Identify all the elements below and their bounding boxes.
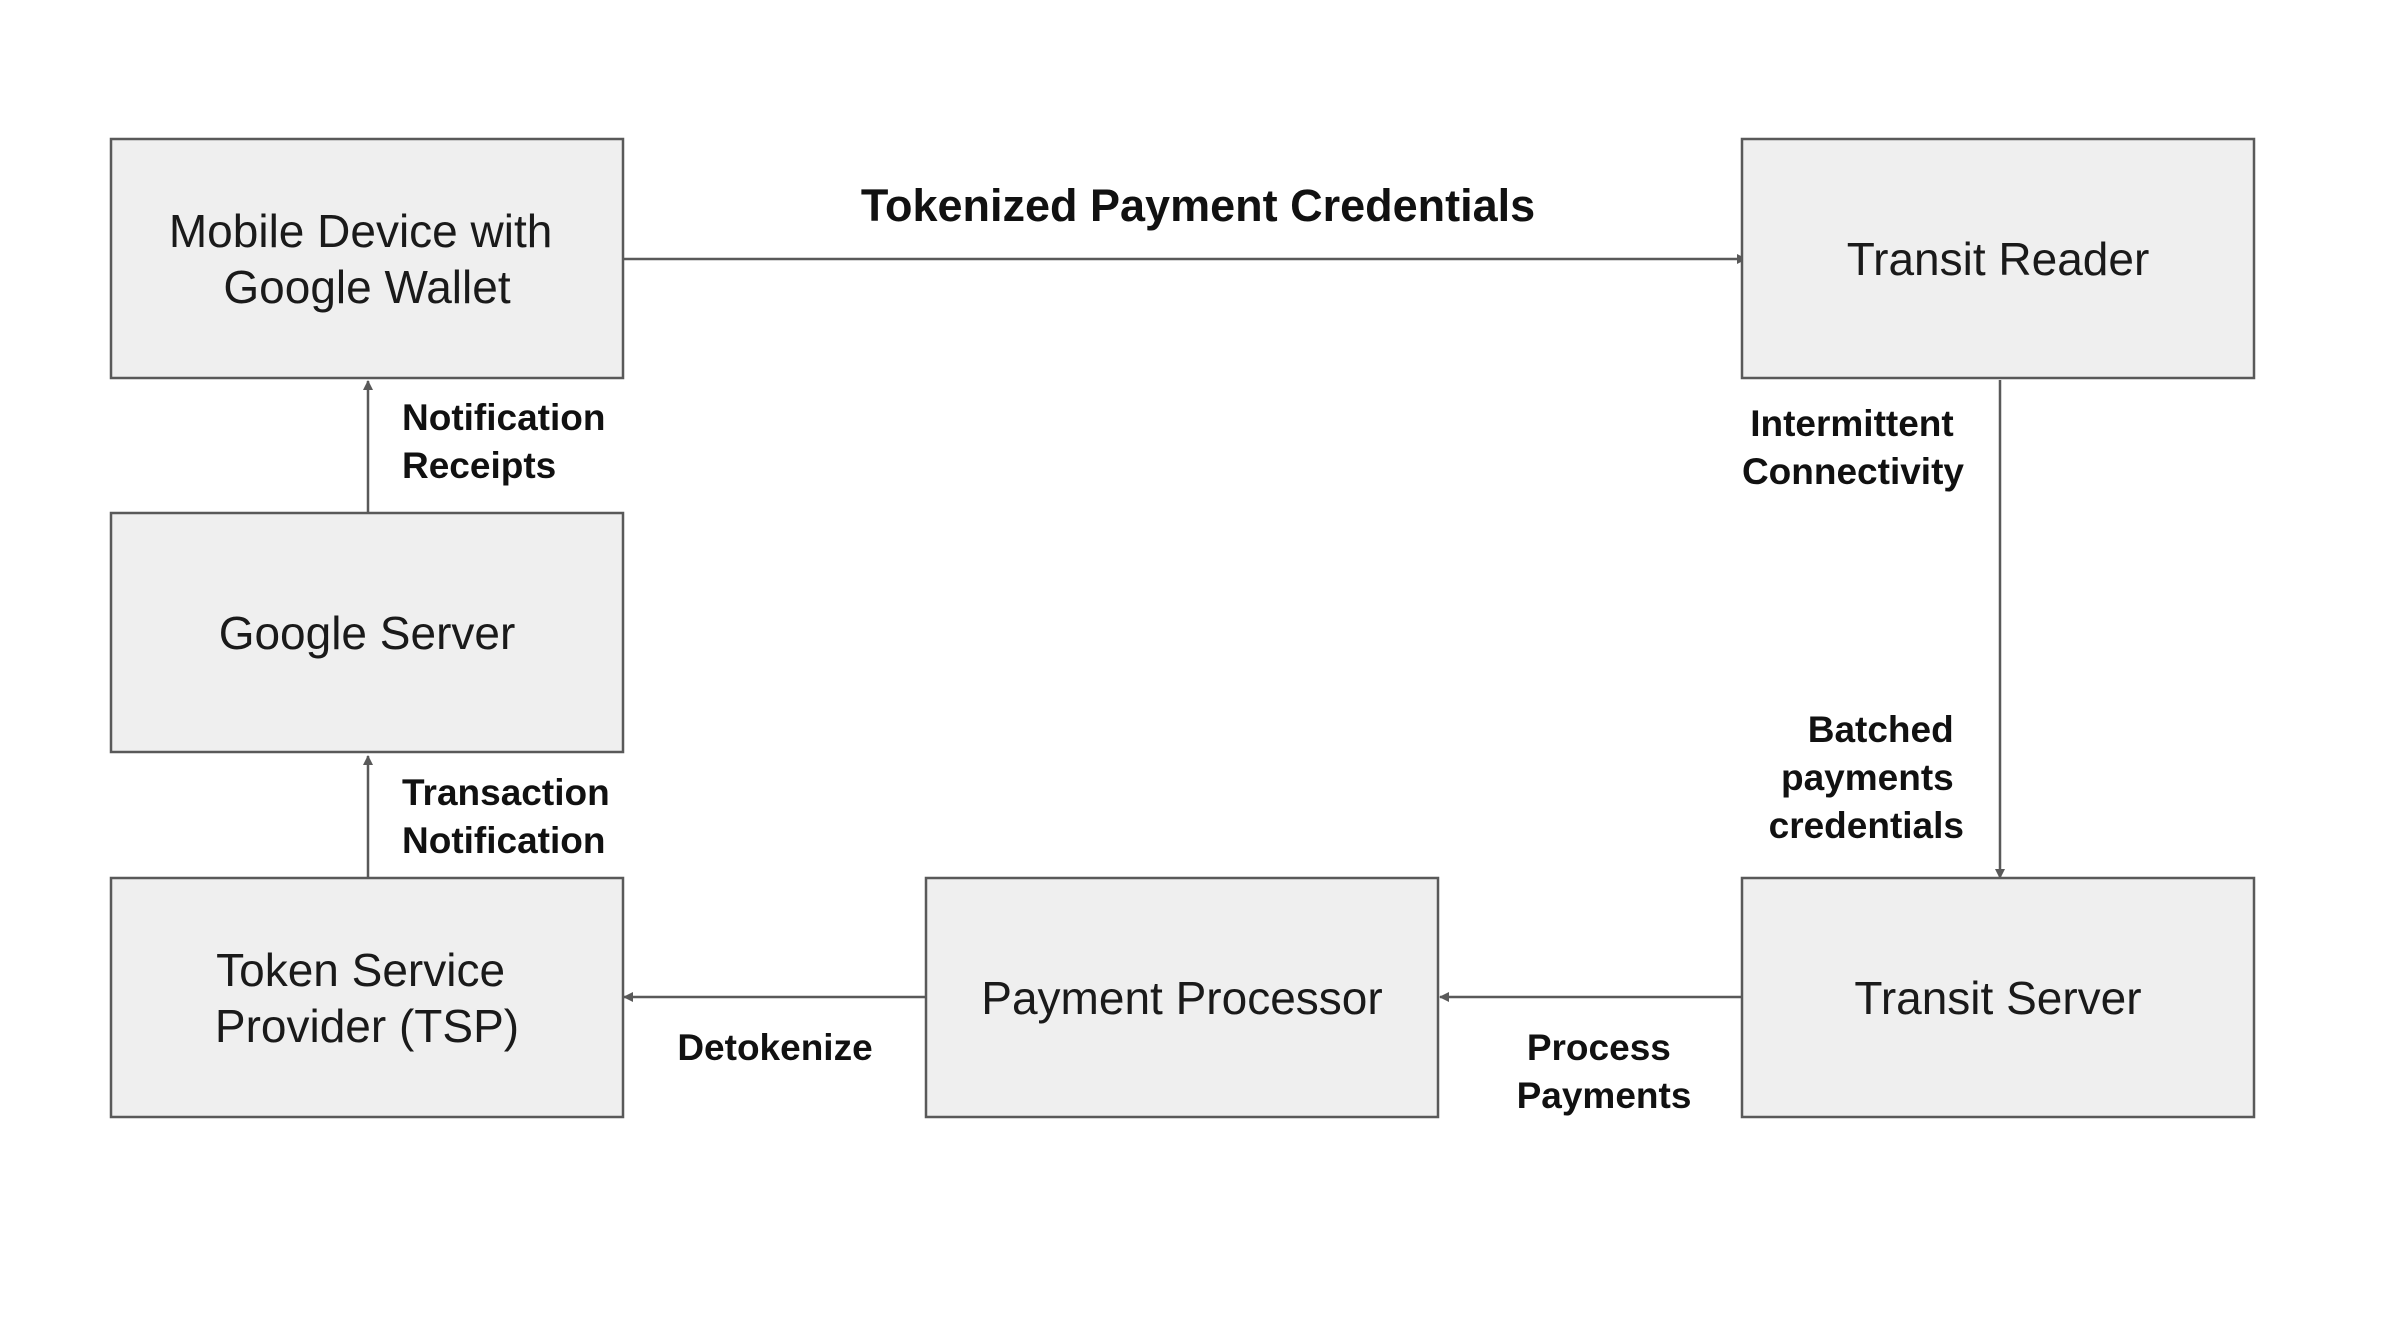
label-process-payments: Process Payments [1517, 1027, 1692, 1116]
edge-detokenize: Detokenize [623, 992, 926, 1068]
label-tokenized-credentials: Tokenized Payment Credentials [861, 180, 1535, 231]
svg-text:Transit Reader: Transit Reader [1847, 233, 2150, 285]
label-transaction-notification: Transaction Notification [402, 772, 620, 861]
label-notification-receipts: Notification Receipts [402, 397, 616, 486]
node-google-server: Google Server [109, 511, 625, 754]
node-transit-server: Transit Server [1740, 876, 2256, 1119]
edge-notification-receipts: Notification Receipts [363, 380, 616, 513]
svg-text:Transit Server: Transit Server [1854, 972, 2141, 1024]
edge-reader-to-transit-server: Intermittent Connectivity Batched paymen… [1742, 380, 2005, 879]
svg-text:Payment Processor: Payment Processor [981, 972, 1382, 1024]
node-payment-processor: Payment Processor [924, 876, 1440, 1119]
svg-text:Mobile Device with Googl: Mobile Device with Google Wallet [169, 205, 565, 313]
node-mobile-device: Mobile Device with Google Wallet [109, 137, 625, 380]
node-transit-reader: Transit Reader [1740, 137, 2256, 380]
svg-text:Google Server: Google Server [219, 607, 516, 659]
edge-process-payments: Process Payments [1439, 992, 1742, 1116]
edge-transaction-notification: Transaction Notification [363, 755, 620, 880]
label-intermittent-connectivity: Intermittent Connectivity [1742, 403, 1964, 492]
node-token-service-provider: Token Service Provider (TSP) [109, 876, 625, 1119]
label-batched-credentials: Batched payments credentials [1769, 709, 1964, 846]
svg-text:Token Service Provider (: Token Service Provider (TSP) [215, 944, 519, 1052]
label-detokenize: Detokenize [677, 1027, 872, 1068]
edge-tokenized-credentials: Tokenized Payment Credentials [612, 180, 1747, 264]
